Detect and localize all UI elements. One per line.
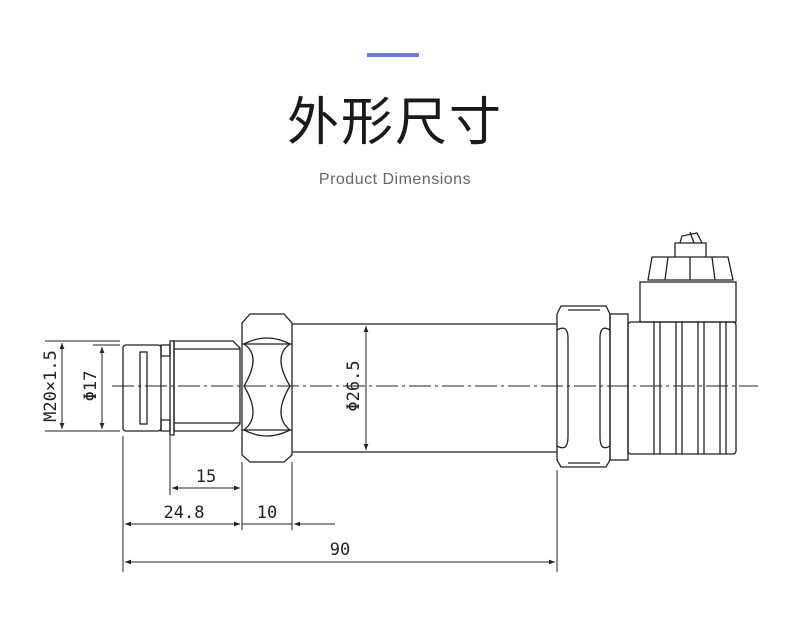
connector-housing [627,281,737,455]
page-title: 外形尺寸 [286,93,503,153]
port-length-label: 24.8 [164,503,205,523]
dimension-lines [59,326,555,565]
page-subtitle: Product Dimensions [318,171,472,188]
sensor-body [292,323,557,453]
pressure-port-nozzle [122,340,175,436]
body-diameter-label: Φ26.5 [344,360,364,411]
total-length-label: 90 [330,540,350,560]
thread-length-label: 15 [196,467,216,487]
extension-lines [45,340,558,572]
hex-length-label: 10 [257,503,277,523]
inner-diameter-label: Φ17 [81,371,101,402]
hex-nut [241,313,293,463]
cable-gland [647,231,734,281]
thread-section [173,340,241,432]
accent-bar [367,53,419,57]
collar [556,305,629,468]
thread-size-label: M20×1.5 [41,350,61,422]
